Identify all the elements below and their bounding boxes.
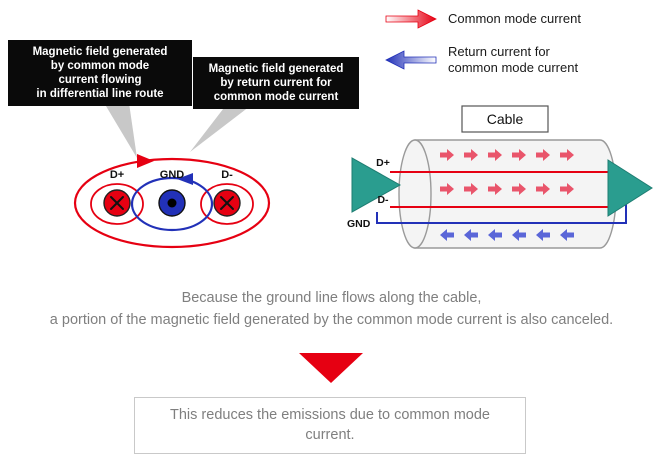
cable-title: Cable	[487, 111, 524, 127]
blue-loop-arrowhead-icon	[177, 173, 193, 185]
return-current-label: Return current for common mode current	[448, 44, 579, 76]
cable-gnd-label: GND	[347, 218, 371, 230]
cross-section-dplus-label: D+	[110, 169, 124, 181]
dminus-conductor-icon	[213, 189, 241, 217]
explanation-line-1: Because the ground line flows along the …	[181, 290, 482, 306]
callout-return-field: Magnetic field generated by return curre…	[193, 57, 359, 110]
dplus-conductor-icon	[103, 189, 131, 217]
legend-return-row: Return current for common mode current	[384, 44, 581, 77]
right-connector-icon	[607, 159, 653, 217]
red-loop-arrowhead-icon	[137, 154, 154, 168]
legend-common-mode-row: Common mode current	[384, 8, 581, 30]
cable-diagram: Cable D+ D- GND	[347, 105, 653, 249]
down-arrow-icon	[299, 353, 363, 383]
return-current-arrows	[440, 229, 574, 241]
legend: Common mode current Return current for c…	[384, 8, 581, 77]
explanation-line-2: a portion of the magnetic field generate…	[49, 312, 614, 329]
common-mode-arrow-icon	[385, 9, 437, 29]
explanation-text: Because the ground line flows along the …	[0, 287, 663, 332]
cross-section-gnd-label: GND	[160, 169, 185, 181]
cross-section-dminus-label: D-	[221, 169, 233, 181]
return-current-arrow-icon	[385, 50, 437, 70]
cable-dplus-label: D+	[376, 157, 390, 169]
callout-pointer-left	[100, 96, 137, 158]
cable-cylinder	[398, 139, 617, 249]
callout-pointer-right	[190, 100, 258, 152]
callout-common-mode-field: Magnetic field generated by common mode …	[8, 40, 192, 107]
gnd-wire	[376, 199, 627, 224]
cross-section-diagram: D+ GND D-	[73, 154, 271, 249]
cable-title-box	[461, 105, 549, 133]
magnetic-field-loops	[73, 154, 271, 249]
common-mode-label: Common mode current	[448, 10, 581, 26]
conclusion-text: This reduces the emissions due to common…	[170, 407, 490, 444]
cable-dminus-label: D-	[377, 194, 389, 206]
left-connector-icon	[351, 157, 402, 213]
common-mode-current-arrows	[440, 149, 574, 195]
gnd-conductor-icon	[158, 189, 186, 217]
conclusion-box: This reduces the emissions due to common…	[134, 397, 526, 454]
